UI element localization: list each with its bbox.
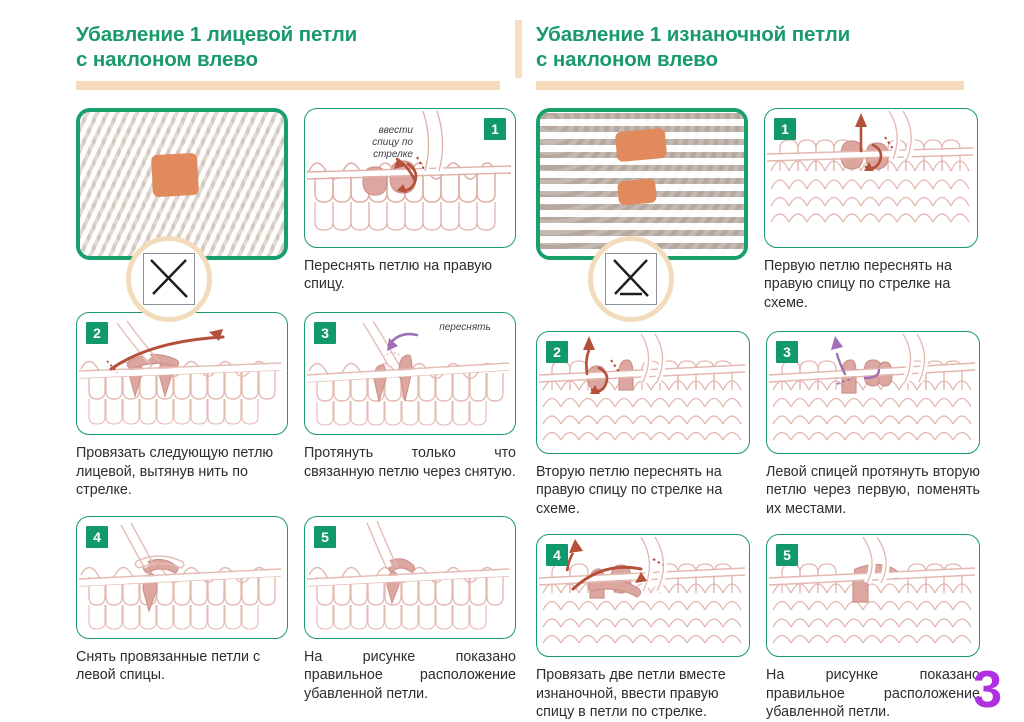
top-block-left: 1 ввести спицу по стрелке: [76, 107, 524, 322]
purl-diagram-illustration: [766, 108, 974, 223]
step-diagram-left-1: 1 ввести спицу по стрелке: [304, 107, 516, 248]
step-diagram-left-4: 4: [76, 515, 288, 639]
purl-diagram-illustration: [768, 331, 976, 440]
page-title-right: Убавление 1 изнаночной петли с наклоном …: [536, 23, 851, 72]
step-number-badge: 2: [546, 340, 568, 363]
knit-diagram-illustration: [306, 109, 512, 231]
step-number-badge: 3: [776, 340, 798, 363]
step-cell-right-3: 3: [766, 330, 980, 519]
step-cell-right-2: 2: [536, 330, 750, 519]
step-caption-left-3: Протянуть только что связанную петлю чер…: [304, 444, 516, 480]
purl-diagram-illustration: [538, 331, 746, 440]
knit-diagram-illustration: [78, 522, 282, 630]
purl-swatch-photo: [536, 107, 748, 260]
step-number-badge: 1: [774, 117, 796, 140]
step-caption-right-2: Вторую петлю переснять на правую спицу п…: [536, 463, 723, 517]
step-caption-right-3: Левой спицей протянуть вторую петлю чере…: [766, 463, 980, 517]
knit-texture: [80, 111, 284, 256]
step-number-badge: 2: [86, 321, 108, 344]
step-row-right-45: 4: [536, 534, 988, 722]
step-diagram-right-3: 3: [766, 330, 980, 454]
step-row-right-23: 2: [536, 330, 988, 519]
decrease-highlight: [614, 127, 668, 162]
step-annotation: ввести спицу по стрелке: [372, 124, 413, 161]
step-caption-left-1: Переснять петлю на правую спицу.: [304, 257, 492, 293]
step-caption-right-1: Первую петлю переснять на правую спицу п…: [764, 257, 952, 311]
page-number: 3: [973, 661, 1002, 719]
knit-diagram-illustration: [306, 320, 510, 426]
knit-swatch-photo: [76, 107, 288, 260]
chart-symbol-left-leaning-decrease: [143, 252, 195, 305]
step-caption-left-5: На рисунке показано правильное расположе…: [304, 648, 516, 702]
chart-symbol-left-leaning-purl-decrease: [605, 252, 657, 305]
step-caption-left-2: Провязать следующую петлю лицевой, вытян…: [76, 444, 274, 499]
step-row-left-23: 2: [76, 311, 524, 500]
step-cell-right-1: 1: [764, 107, 978, 313]
step-cell-right-4: 4: [536, 534, 750, 722]
step-cell-left-4: 4: [76, 515, 288, 704]
step-number-badge: 3: [314, 321, 336, 344]
column-divider: [515, 20, 522, 78]
step-caption-left-4: Снять провязанные петли с левой спицы.: [76, 648, 261, 684]
step-cell-right-5: 5: [766, 534, 980, 722]
step-number-badge: 4: [546, 544, 568, 567]
decrease-highlight: [617, 178, 657, 206]
step-diagram-right-2: 2: [536, 330, 750, 454]
purl-diagram-illustration: [768, 535, 976, 644]
top-block-right: 1: [536, 107, 988, 322]
step-row-left-45: 4: [76, 515, 524, 704]
step-diagram-right-1: 1: [764, 107, 978, 248]
column-purl-decrease: Убавление 1 изнаночной петли с наклоном …: [536, 0, 988, 722]
step-cell-left-3: 3 переснять: [304, 311, 516, 500]
photo-wrap-right: [536, 107, 748, 322]
knit-diagram-illustration: [306, 520, 510, 630]
step-diagram-right-4: 4: [536, 534, 750, 658]
step-caption-right-5: На рисунке показано правильное расположе…: [766, 667, 980, 721]
knit-diagram-illustration: [78, 320, 282, 425]
step-number-badge: 5: [776, 544, 798, 567]
step-caption-right-4: Провязать две петли вместе изнаночной, в…: [536, 667, 726, 721]
purl-diagram-illustration: [538, 535, 746, 644]
step-number-badge: 1: [484, 117, 506, 140]
step-diagram-right-5: 5: [766, 534, 980, 658]
step-cell-left-2: 2: [76, 311, 288, 500]
page-title-left: Убавление 1 лицевой петли с наклоном вле…: [76, 23, 358, 72]
chart-symbol-badge-right: [588, 235, 674, 322]
step-diagram-left-3: 3 переснять: [304, 311, 516, 435]
step-number-badge: 4: [86, 525, 108, 548]
column-knit-decrease: Убавление 1 лицевой петли с наклоном вле…: [76, 0, 524, 703]
step-cell-left-5: 5: [304, 515, 516, 704]
photo-wrap-left: [76, 107, 288, 322]
title-underline-left: [76, 80, 500, 90]
step-cell-left-1: 1 ввести спицу по стрелке: [304, 107, 516, 294]
step-number-badge: 5: [314, 525, 336, 548]
step-diagram-left-2: 2: [76, 311, 288, 435]
title-underline-right: [536, 80, 964, 90]
chart-symbol-badge-left: [126, 235, 212, 322]
decrease-highlight: [150, 152, 200, 197]
step-diagram-left-5: 5: [304, 515, 516, 639]
step-annotation: переснять: [439, 321, 491, 333]
